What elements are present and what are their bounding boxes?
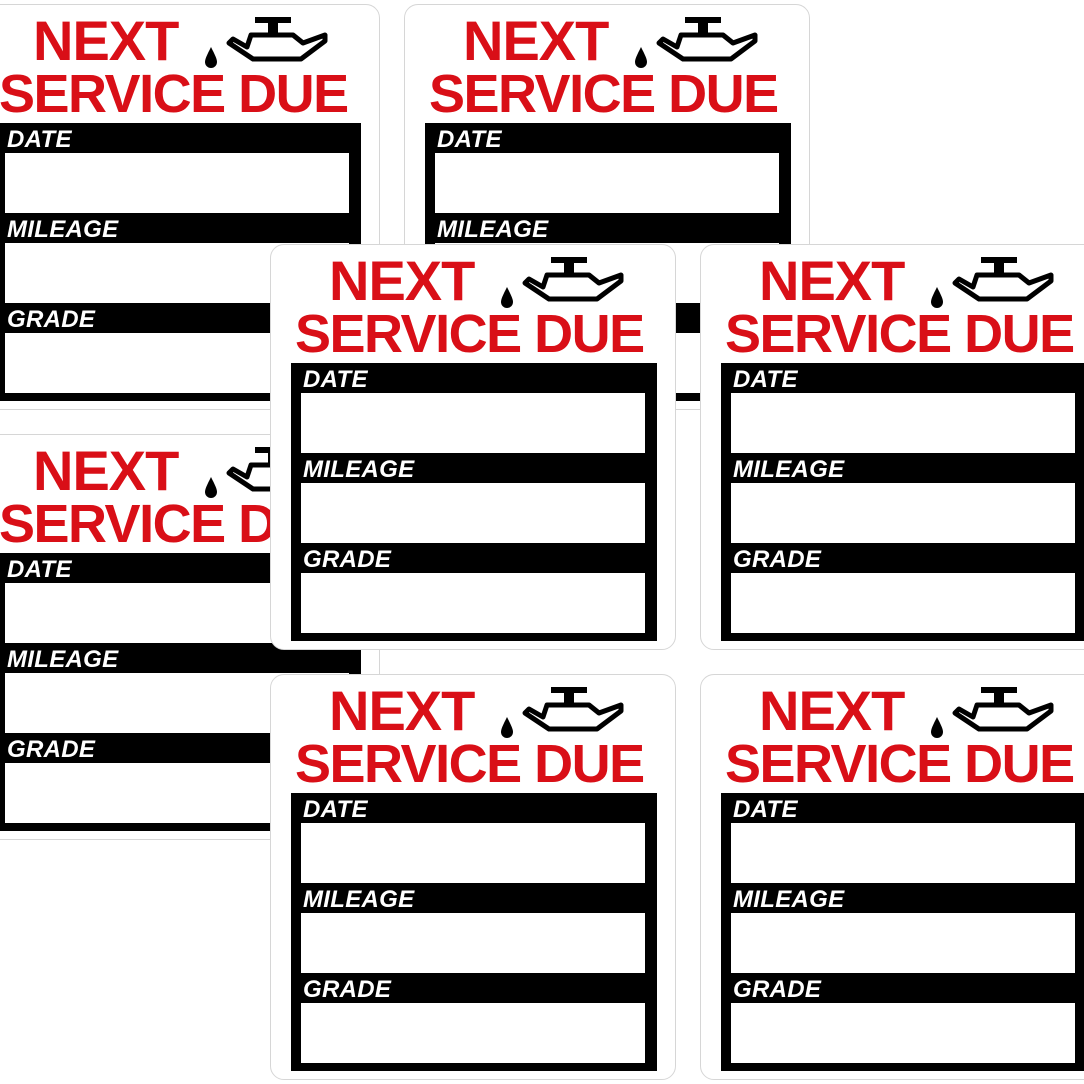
sticker-title-next: NEXT [33,439,179,502]
date-field[interactable] [301,393,645,453]
grade-field[interactable] [731,573,1075,633]
sticker-title-service-due: SERVICE DUE [295,304,645,364]
grade-label: GRADE [303,976,392,1003]
date-label: DATE [733,796,798,823]
mileage-field[interactable] [731,913,1075,973]
date-label: DATE [303,366,368,393]
service-form-panel: DATE MILEAGE GRADE [721,363,1084,641]
date-label: DATE [733,366,798,393]
oil-can-icon [501,687,624,738]
date-label: DATE [303,796,368,823]
service-sticker: NEXT SERVICE DUE DATE MILEAGE GRADE [700,244,1084,650]
oil-can-icon [635,17,758,68]
grade-field[interactable] [301,573,645,633]
date-field[interactable] [5,153,349,213]
service-sticker: NEXT SERVICE DUE DATE MILEAGE GRADE [0,4,380,410]
sticker-title-next: NEXT [329,679,475,742]
service-form-panel: DATE MILEAGE GRADE [721,793,1084,1071]
date-label: DATE [7,126,72,153]
oil-can-icon [501,257,624,308]
service-sticker: NEXT SERVICE DUE DATE MILEAGE GRADE [270,674,676,1080]
service-form-panel: DATE MILEAGE GRADE [291,793,657,1071]
grade-field[interactable] [301,1003,645,1063]
mileage-label: MILEAGE [303,886,415,913]
mileage-label: MILEAGE [733,456,845,483]
mileage-label: MILEAGE [437,216,549,243]
sticker-title-next: NEXT [759,249,905,312]
sticker-title-service-due: SERVICE DUE [725,304,1075,364]
grade-label: GRADE [7,736,96,763]
date-field[interactable] [731,823,1075,883]
sticker-title-next: NEXT [759,679,905,742]
service-sticker: NEXT SERVICE DUE DATE MILEAGE GRADE [270,244,676,650]
oil-can-icon [205,17,328,68]
mileage-field[interactable] [731,483,1075,543]
grade-field[interactable] [731,1003,1075,1063]
sticker-title-next: NEXT [33,9,179,72]
sticker-title-next: NEXT [463,9,609,72]
grade-label: GRADE [7,306,96,333]
sticker-title-service-due: SERVICE DUE [429,64,779,124]
date-label: DATE [7,556,72,583]
service-form-panel: DATE MILEAGE GRADE [291,363,657,641]
service-sticker: NEXT SERVICE DUE DATE MILEAGE GRADE [700,674,1084,1080]
oil-can-icon [931,687,1054,738]
date-field[interactable] [731,393,1075,453]
mileage-field[interactable] [301,483,645,543]
mileage-label: MILEAGE [733,886,845,913]
date-label: DATE [437,126,502,153]
grade-label: GRADE [733,976,822,1003]
sticker-title-next: NEXT [329,249,475,312]
mileage-label: MILEAGE [7,646,119,673]
mileage-label: MILEAGE [7,216,119,243]
sticker-title-service-due: SERVICE DUE [295,734,645,794]
grade-label: GRADE [733,546,822,573]
date-field[interactable] [435,153,779,213]
sticker-title-service-due: SERVICE DUE [725,734,1075,794]
mileage-field[interactable] [301,913,645,973]
mileage-label: MILEAGE [303,456,415,483]
oil-can-icon [931,257,1054,308]
sticker-title-service-due: SERVICE DUE [0,64,349,124]
date-field[interactable] [301,823,645,883]
grade-label: GRADE [303,546,392,573]
